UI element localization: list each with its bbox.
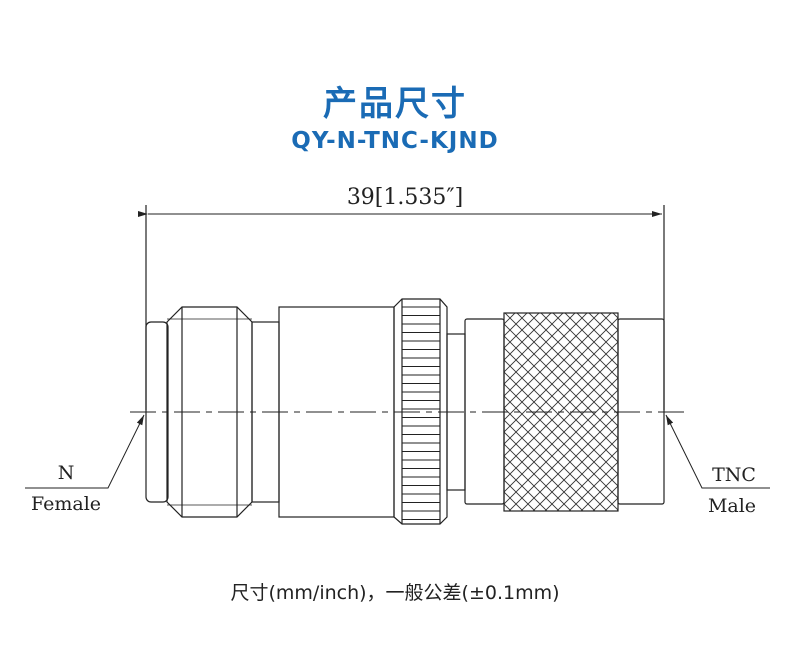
page-title: 产品尺寸: [323, 84, 467, 124]
left-leader: [25, 414, 145, 489]
right-type-label: TNC: [712, 464, 756, 486]
left-type-label: N: [58, 462, 75, 484]
ridged-ring: [393, 298, 448, 525]
model-number: QY-N-TNC-KJND: [291, 128, 499, 154]
left-gender-label: Female: [31, 493, 101, 515]
tolerance-note: 尺寸(mm/inch)，一般公差(±0.1mm): [230, 582, 560, 604]
right-leader: [665, 414, 770, 489]
right-gender-label: Male: [708, 495, 756, 517]
dimension-label: 39[1.535″]: [347, 185, 463, 210]
